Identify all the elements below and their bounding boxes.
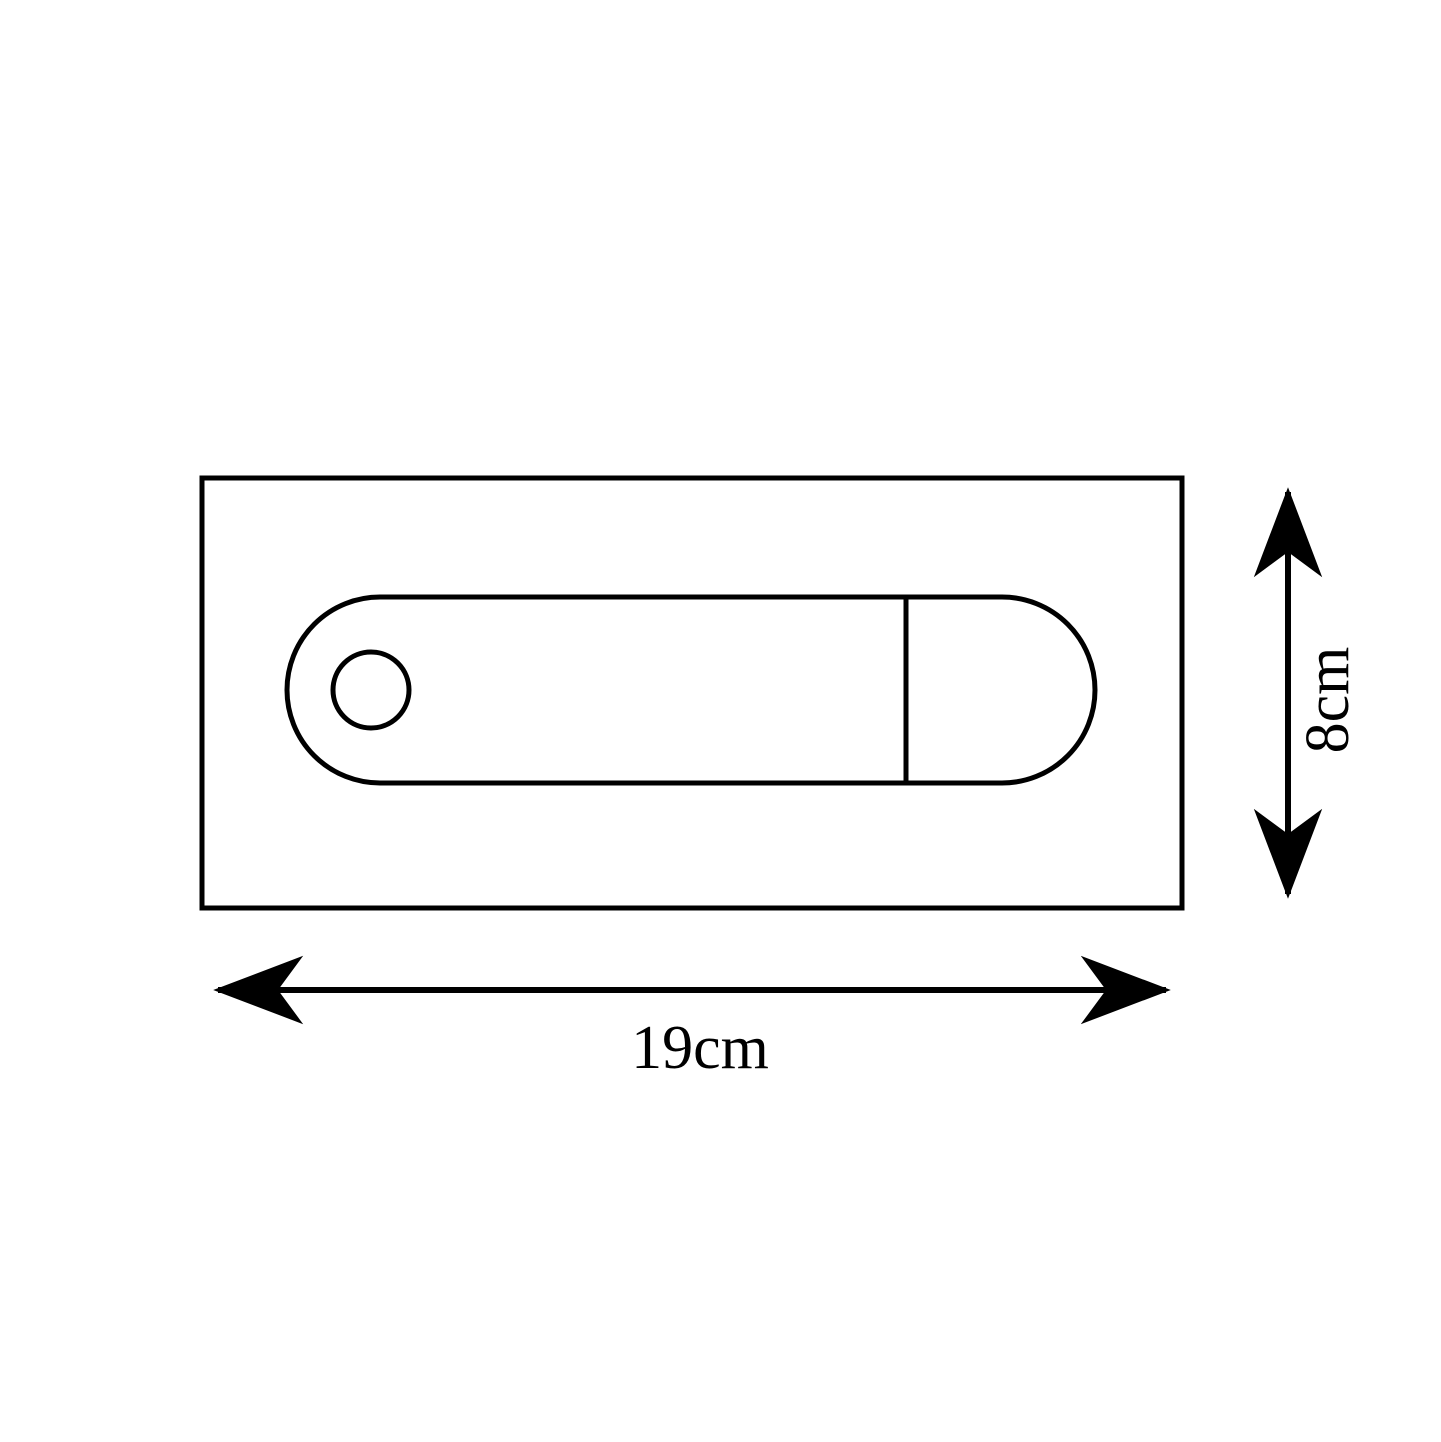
rounded-slot <box>284 594 1098 786</box>
height-dimension-label: 8cm <box>1294 647 1362 754</box>
circular-hole <box>330 649 412 731</box>
width-dimension-label: 19cm <box>631 1014 769 1082</box>
outer-rectangle <box>199 475 1185 911</box>
